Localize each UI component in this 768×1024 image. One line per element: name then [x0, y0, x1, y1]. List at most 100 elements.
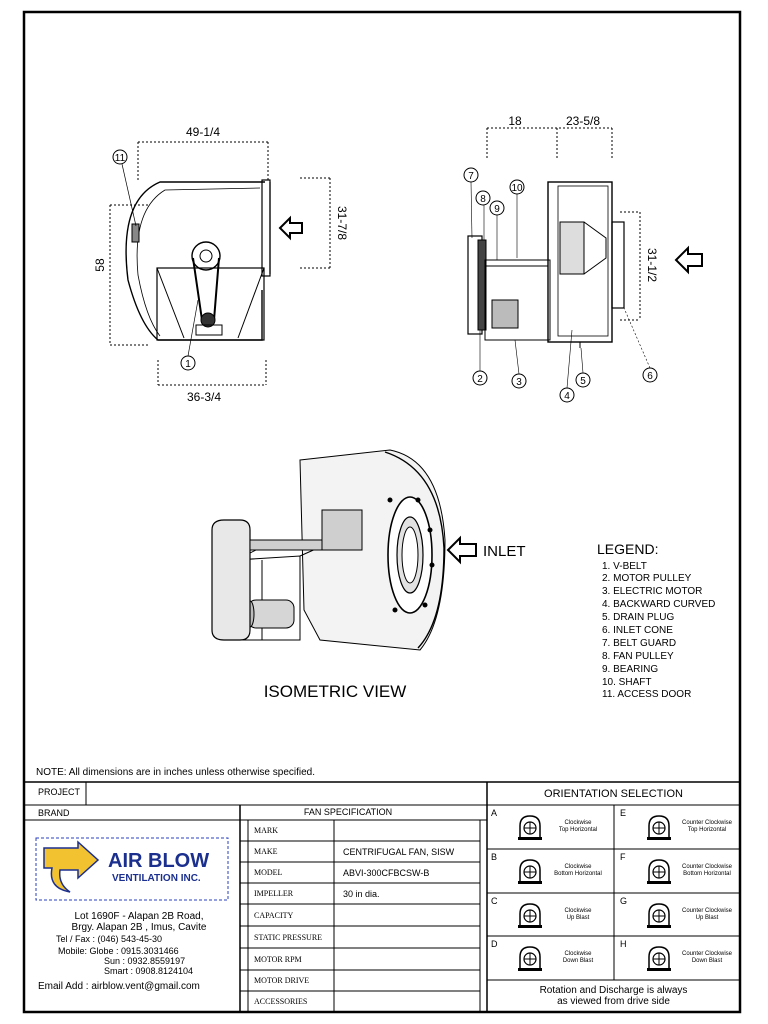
svg-text:11: 11: [115, 153, 126, 164]
fan-orientation-icon: [518, 903, 542, 928]
fan-orientation-icon: [647, 903, 671, 928]
spec-label-capacity: CAPACITY: [254, 911, 294, 920]
inlet-label: INLET: [483, 543, 526, 560]
orientation-rotation: Clockwise: [564, 951, 592, 957]
fan-orientation-icon: [647, 859, 671, 884]
svg-text:8: 8: [480, 194, 486, 205]
spec-value-impeller: 30 in dia.: [343, 889, 380, 899]
orientation-rotation: Clockwise: [564, 864, 592, 870]
side-callout-8: 8: [475, 190, 491, 240]
orientation-rotation: Counter Clockwise: [681, 820, 733, 826]
spec-label-model: MODEL: [254, 868, 283, 877]
orientation-key: D: [491, 939, 498, 949]
svg-text:10: 10: [511, 183, 523, 194]
orientation-rotation: Clockwise: [564, 908, 592, 914]
svg-text:3: 3: [516, 377, 522, 388]
sheet-border: [22, 10, 742, 1014]
mobile-smart: Smart : 0908.8124104: [104, 966, 194, 976]
spec-value-make: CENTRIFUGAL FAN, SISW: [343, 847, 455, 857]
dimensions-note: NOTE: All dimensions are in inches unles…: [36, 767, 315, 778]
brand-label: BRAND: [38, 808, 70, 818]
inlet-arrow-side-icon: [674, 245, 703, 275]
orientation-note-line: as viewed from drive side: [557, 996, 670, 1007]
dim-outlet: 31-7/8: [335, 206, 349, 240]
dim-side-b: 23-5/8: [566, 114, 600, 128]
orientation-key: A: [491, 808, 498, 818]
orientation-discharge: Up Blast: [566, 915, 590, 921]
side-view: [467, 127, 641, 348]
address-line: Brgy. Alapan 2B , Imus, Cavite: [71, 922, 207, 933]
side-callout-3: 3: [511, 339, 527, 389]
title-block: [24, 781, 740, 1012]
front-callout-11: 11: [112, 149, 137, 227]
legend: LEGEND: 1. V-BELT 2. MOTOR PULLEY 3. ELE…: [597, 541, 715, 700]
orientation-discharge: Bottom Horizontal: [554, 871, 602, 877]
fan-orientation-icon: [518, 946, 542, 971]
legend-item: 5. DRAIN PLUG: [602, 612, 674, 623]
spec-label-motor-rpm: MOTOR RPM: [254, 955, 302, 964]
legend-item: 2. MOTOR PULLEY: [602, 573, 692, 584]
tel-fax: Tel / Fax : (046) 543-45-30: [56, 934, 163, 944]
email-address: Email Add : airblow.vent@gmail.com: [38, 981, 200, 992]
orientation-rotation: Counter Clockwise: [681, 951, 733, 957]
orientation-discharge: Down Blast: [562, 958, 594, 964]
front-view: [109, 141, 331, 386]
svg-text:7: 7: [468, 171, 474, 182]
orientation-discharge: Bottom Horizontal: [683, 871, 731, 877]
orientation-key: G: [620, 896, 628, 906]
legend-item: 7. BELT GUARD: [602, 638, 676, 649]
dim-width-bottom: 36-3/4: [187, 390, 221, 404]
dim-side-inlet: 31-1/2: [645, 248, 659, 282]
inlet-arrow-icon: [446, 535, 477, 565]
orientation-title: ORIENTATION SELECTION: [544, 788, 683, 800]
svg-text:5: 5: [580, 376, 586, 387]
legend-title: LEGEND:: [597, 541, 658, 557]
fan-orientation-icon: [647, 815, 671, 840]
mobile-sun: Sun : 0932.8559197: [104, 956, 186, 966]
orientation-key: F: [620, 852, 626, 862]
legend-item: 3. ELECTRIC MOTOR: [602, 586, 702, 597]
legend-item: 6. INLET CONE: [602, 625, 673, 636]
mobile-globe: Mobile: Globe : 0915.3031466: [58, 946, 179, 956]
spec-label-mark: MARK: [254, 826, 279, 835]
svg-text:6: 6: [647, 371, 653, 382]
side-callout-4: 4: [559, 329, 575, 403]
front-callout-1: 1: [180, 299, 199, 371]
orientation-discharge: Up Blast: [695, 915, 719, 921]
orientation-key: C: [491, 896, 498, 906]
svg-text:2: 2: [477, 374, 483, 385]
orientation-rotation: Clockwise: [564, 820, 592, 826]
svg-text:1: 1: [185, 359, 191, 370]
orientation-key: B: [491, 852, 498, 862]
spec-label-make: MAKE: [254, 847, 278, 856]
orientation-rotation: Counter Clockwise: [681, 864, 733, 870]
isometric-title: ISOMETRIC VIEW: [264, 682, 407, 701]
side-callout-10: 10: [509, 179, 525, 258]
dim-height: 58: [93, 258, 107, 272]
dim-side-a: 18: [508, 114, 522, 128]
spec-title: FAN SPECIFICATION: [303, 807, 393, 817]
orientation-note: Rotation and Discharge is always as view…: [487, 985, 740, 1007]
side-callout-5: 5: [575, 347, 591, 388]
isometric-view: [211, 449, 446, 651]
legend-item: 10. SHAFT: [602, 677, 651, 688]
orientation-rotation: Counter Clockwise: [681, 908, 733, 914]
logo-frame: [35, 837, 229, 901]
fan-orientation-icon: [647, 946, 671, 971]
spec-label-impeller: IMPELLER: [254, 889, 294, 898]
orientation-key: H: [620, 939, 627, 949]
